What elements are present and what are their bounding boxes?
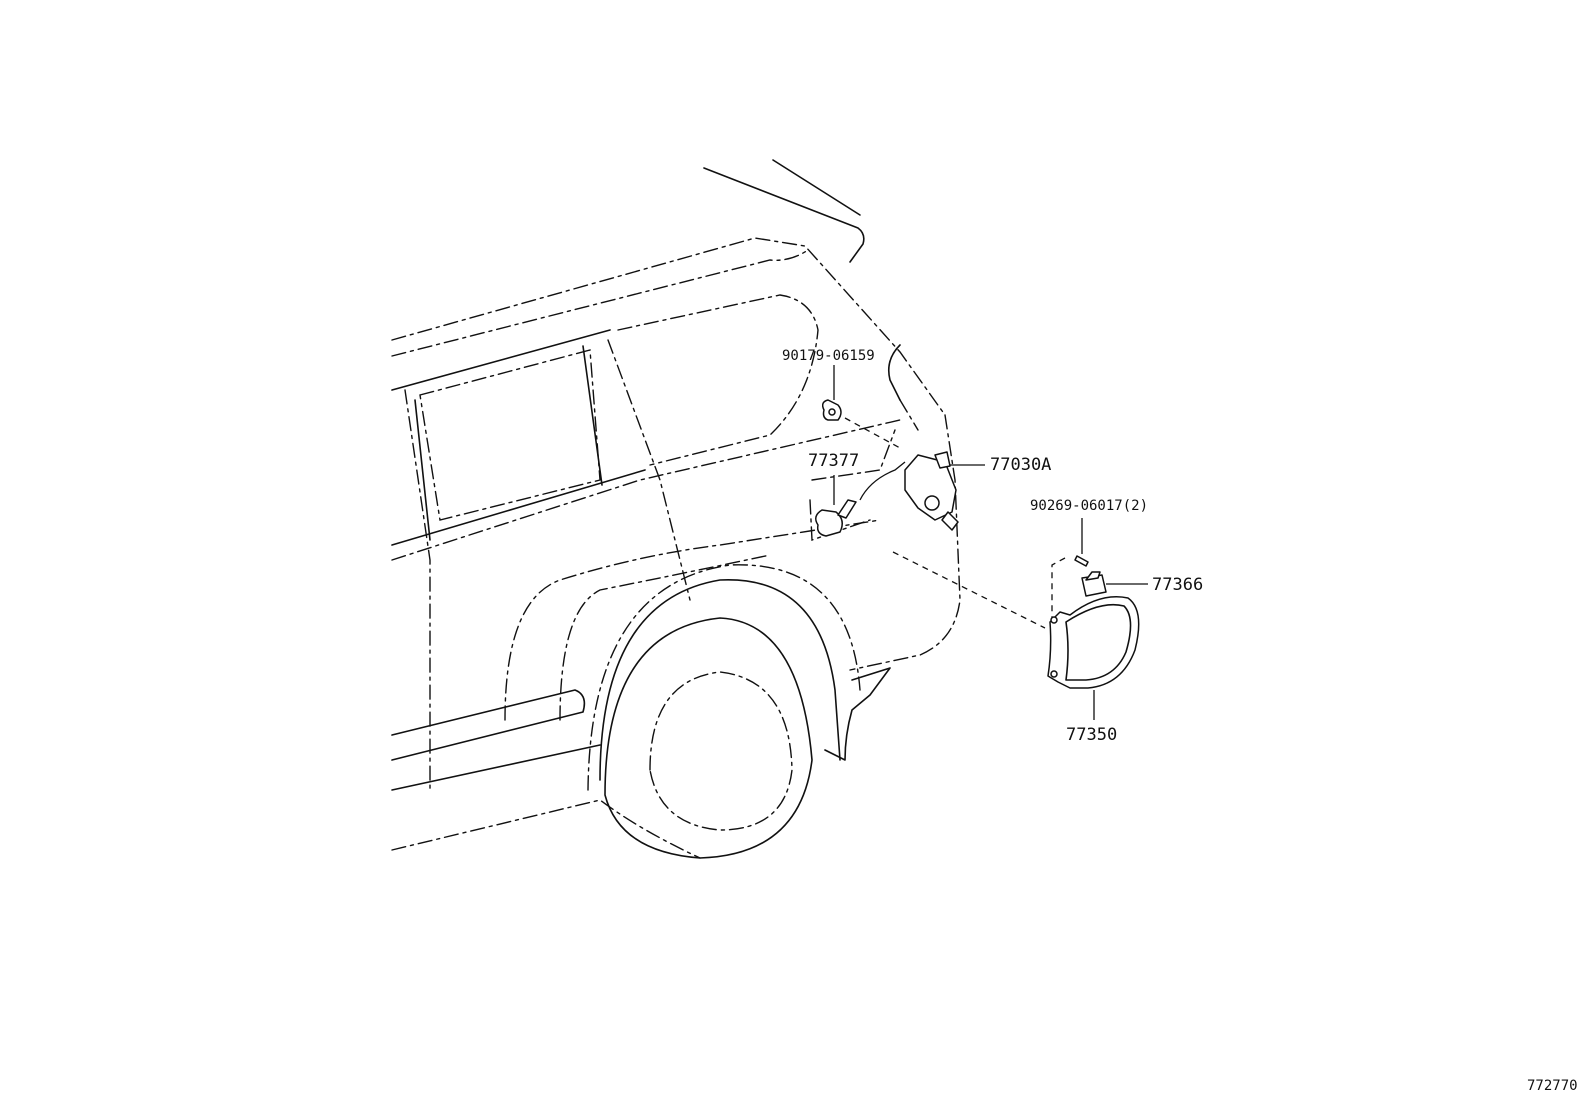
part-77366-clip: 77366 <box>1081 571 1203 597</box>
label-90269-06017: 90269-06017(2) <box>1030 498 1148 514</box>
part-77030a-lid-opener: 77030A <box>904 451 1051 531</box>
part-90269-06017-screw: 90269-06017(2) <box>1030 498 1148 567</box>
part-90179-06159-nut: 90179-06159 <box>782 348 875 421</box>
label-77030a: 77030A <box>990 455 1051 475</box>
assembly-lines <box>844 417 1066 629</box>
part-77377-cable-end: 77377 <box>808 451 906 537</box>
figure-code: 772770 <box>1527 1078 1578 1094</box>
label-90179-06159: 90179-06159 <box>782 348 875 364</box>
label-77377: 77377 <box>808 451 859 471</box>
vehicle-body-outline <box>391 159 961 859</box>
label-77350: 77350 <box>1066 725 1117 745</box>
label-77366: 77366 <box>1152 575 1203 595</box>
part-77350-fuel-lid: 77350 <box>1047 596 1140 745</box>
